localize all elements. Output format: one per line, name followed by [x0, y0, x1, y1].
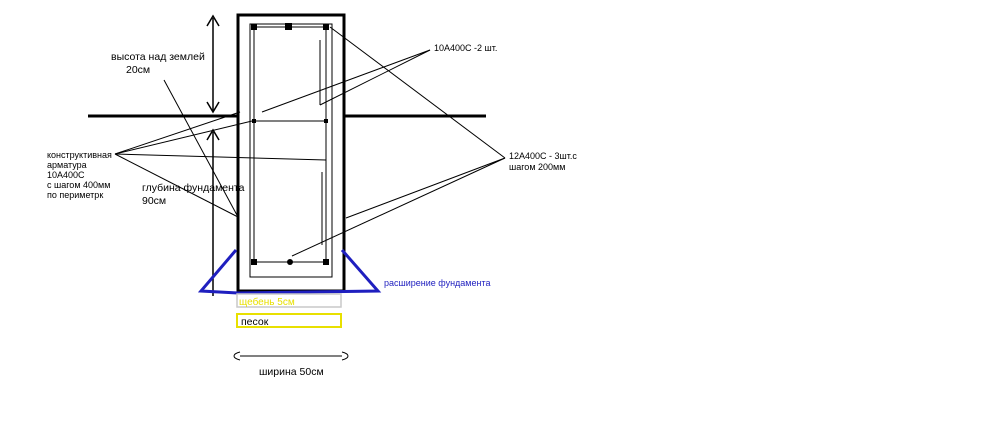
- widening-right: [237, 249, 382, 295]
- height-label-line1: высота над землей: [111, 51, 205, 63]
- width-label: ширина 50см: [259, 366, 324, 378]
- height-arrow-bottom-head: [206, 101, 220, 114]
- rebar-top-right: [323, 24, 329, 30]
- constr-label-line1: конструктивная: [47, 150, 112, 160]
- gravel-label: щебень 5см: [239, 296, 295, 308]
- rebar-top-label: 10А400С -2 шт.: [434, 43, 497, 53]
- rebar-mid-right: [324, 119, 328, 123]
- constr-label-line4: с шагом 400мм: [47, 180, 110, 190]
- rebar-bottom-right: [323, 259, 329, 265]
- widening-left: [197, 249, 239, 295]
- width-arrow: [233, 351, 349, 361]
- sand-layer: [236, 313, 342, 328]
- height-label-line2: 20см: [126, 64, 150, 76]
- leader-lines: [114, 26, 506, 257]
- rebar-top-mid: [285, 23, 292, 30]
- constr-label-line3: 10А400С: [47, 170, 85, 180]
- widening-label: расширение фундамента: [384, 278, 491, 288]
- rebar-main-label-line1: 12А400С - 3шт.с: [509, 151, 577, 161]
- rebar-main-label-line2: шагом 200мм: [509, 162, 565, 172]
- constr-label-line2: арматура: [47, 160, 87, 170]
- rebar-bottom-mid: [287, 259, 293, 265]
- gravel-layer: [236, 293, 342, 308]
- depth-label-line1: глубина фундамента: [142, 182, 245, 194]
- depth-label-line2: 90см: [142, 195, 166, 207]
- sand-label: песок: [241, 316, 269, 328]
- rebar-top-left: [251, 24, 257, 30]
- rebar-bottom-left: [251, 259, 257, 265]
- constr-label-line5: по периметрк: [47, 190, 103, 200]
- rebar-mid-left: [252, 119, 256, 123]
- height-arrow-top-head: [206, 14, 220, 27]
